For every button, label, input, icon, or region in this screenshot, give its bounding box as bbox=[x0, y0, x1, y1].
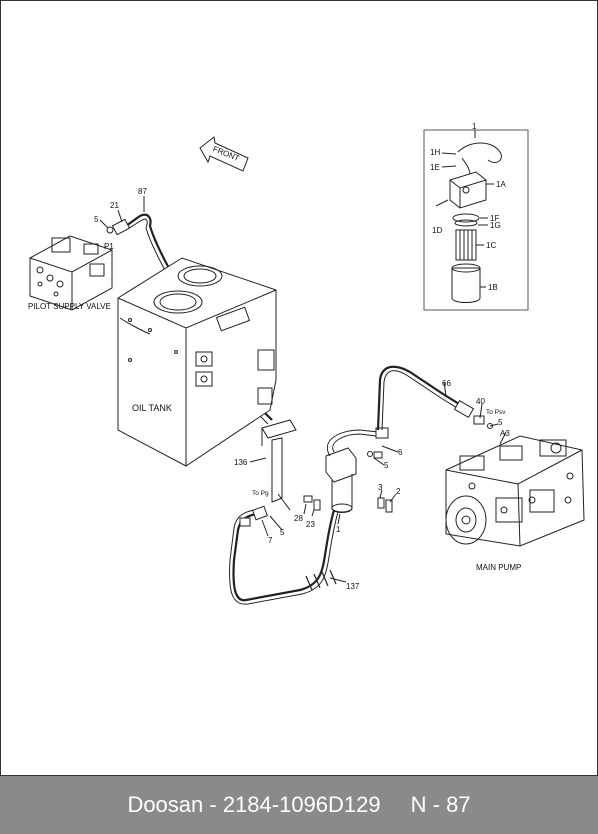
part-66: 66 bbox=[442, 379, 451, 388]
footer-bar: Doosan - 2184-1096D129 N - 87 bbox=[0, 776, 598, 834]
port-p1-label: P1 bbox=[104, 242, 114, 251]
oil-tank-label: OIL TANK bbox=[132, 403, 172, 413]
part-1-inset: 1 bbox=[472, 122, 477, 131]
inset-box bbox=[423, 129, 529, 311]
diagram-frame bbox=[0, 0, 598, 776]
part-5-filter: 5 bbox=[384, 461, 389, 470]
part-1H: 1H bbox=[430, 148, 440, 157]
part-1C: 1C bbox=[486, 241, 496, 250]
front-arrow bbox=[199, 136, 249, 172]
port-a3-label: A3 bbox=[500, 429, 510, 438]
line-filter bbox=[325, 427, 389, 513]
main-pump-label: MAIN PUMP bbox=[476, 563, 521, 572]
part-1E: 1E bbox=[430, 163, 440, 172]
part-5-pump: 5 bbox=[498, 418, 503, 427]
part-1: 1 bbox=[336, 525, 341, 534]
part-1B: 1B bbox=[488, 283, 498, 292]
part-1G: 1G bbox=[490, 221, 501, 230]
part-6: 6 bbox=[398, 448, 403, 457]
pilot-supply-valve-label: PILOT SUPPLY VALVE bbox=[28, 302, 111, 311]
part-1A: 1A bbox=[496, 180, 506, 189]
pilot-supply-valve bbox=[29, 235, 113, 311]
part-40: 40 bbox=[476, 397, 485, 406]
hydraulic-diagram: FRONT PILOT SUPPLY VALVE OIL TANK MAIN P… bbox=[28, 122, 585, 605]
part-23: 23 bbox=[306, 520, 315, 529]
oil-tank bbox=[117, 257, 277, 467]
to-psv-label: To Psv bbox=[486, 409, 506, 416]
part-5-valve: 5 bbox=[94, 215, 99, 224]
part-136: 136 bbox=[234, 458, 248, 467]
part-1F: 1F bbox=[490, 214, 499, 223]
page-number: N - 87 bbox=[410, 792, 471, 817]
part-28: 28 bbox=[294, 514, 303, 523]
part-3: 3 bbox=[378, 483, 383, 492]
part-1D: 1D bbox=[432, 226, 442, 235]
part-87: 87 bbox=[138, 187, 147, 196]
part-2: 2 bbox=[396, 487, 401, 496]
part-137: 137 bbox=[346, 582, 360, 591]
part-7: 7 bbox=[268, 536, 273, 545]
part-code: Doosan - 2184-1096D129 bbox=[127, 792, 381, 817]
part-5-pg: 5 bbox=[280, 528, 285, 537]
to-pg-label: To Pg bbox=[252, 490, 269, 497]
part-21: 21 bbox=[110, 201, 119, 210]
bracket bbox=[261, 419, 297, 503]
main-pump bbox=[445, 435, 585, 547]
